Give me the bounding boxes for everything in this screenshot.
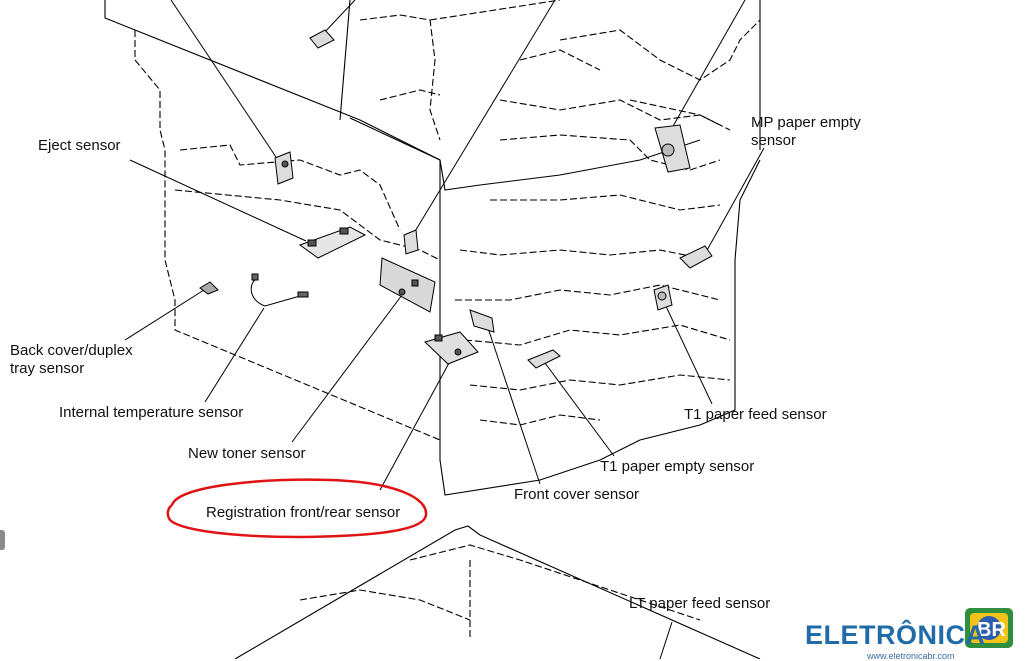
back-cover-sensor-part (199, 281, 219, 295)
label-mp-paper-empty-line2: sensor (751, 132, 797, 149)
t1-paper-empty-sensor-part (527, 349, 561, 369)
mp-paper-empty-sensor-part (654, 124, 691, 173)
printer-outline (104, 0, 761, 659)
registration-sensor-part (424, 331, 479, 365)
watermark-logo: BR (965, 608, 1013, 648)
registration-highlight-circle (166, 478, 428, 539)
watermark: ELETRÔNICA www.eletronicabr.com (805, 620, 986, 661)
label-back-cover-line2: tray sensor (10, 360, 85, 377)
mp-paper-empty-sensor-bottom-part (679, 245, 713, 269)
front-cover-sensor-part (469, 309, 495, 333)
top-sensor-part (309, 29, 335, 49)
label-lt-paper-feed-sensor: LT paper feed sensor (629, 595, 771, 612)
leader-lines (124, 0, 765, 659)
label-front-cover-sensor: Front cover sensor (514, 486, 640, 503)
label-mp-paper-empty-line1: MP paper empty (751, 114, 861, 131)
upper-middle-sensor-part (403, 229, 419, 255)
watermark-url: www.eletronicabr.com (867, 651, 955, 661)
t1-paper-feed-sensor-part (653, 284, 673, 311)
internal-dashed-lines (134, 0, 761, 640)
label-back-cover-line1: Back cover/duplex (10, 342, 133, 359)
label-t1-paper-empty-sensor: T1 paper empty sensor (600, 458, 755, 475)
new-toner-sensor-part (379, 257, 436, 313)
label-t1-paper-feed-sensor: T1 paper feed sensor (684, 406, 827, 423)
eject-sensor-part (298, 226, 367, 259)
watermark-badge: BR (977, 619, 1006, 641)
scrollbar-handle[interactable] (0, 530, 5, 550)
sensor-parts (199, 29, 713, 369)
label-registration-sensor: Registration front/rear sensor (206, 504, 401, 521)
upper-left-sensor-part (274, 151, 294, 185)
label-internal-temperature-sensor: Internal temperature sensor (59, 404, 244, 421)
watermark-title: ELETRÔNICA (805, 620, 986, 650)
label-eject-sensor: Eject sensor (38, 137, 121, 154)
internal-temperature-sensor-part (250, 273, 309, 307)
label-new-toner-sensor: New toner sensor (188, 445, 306, 462)
